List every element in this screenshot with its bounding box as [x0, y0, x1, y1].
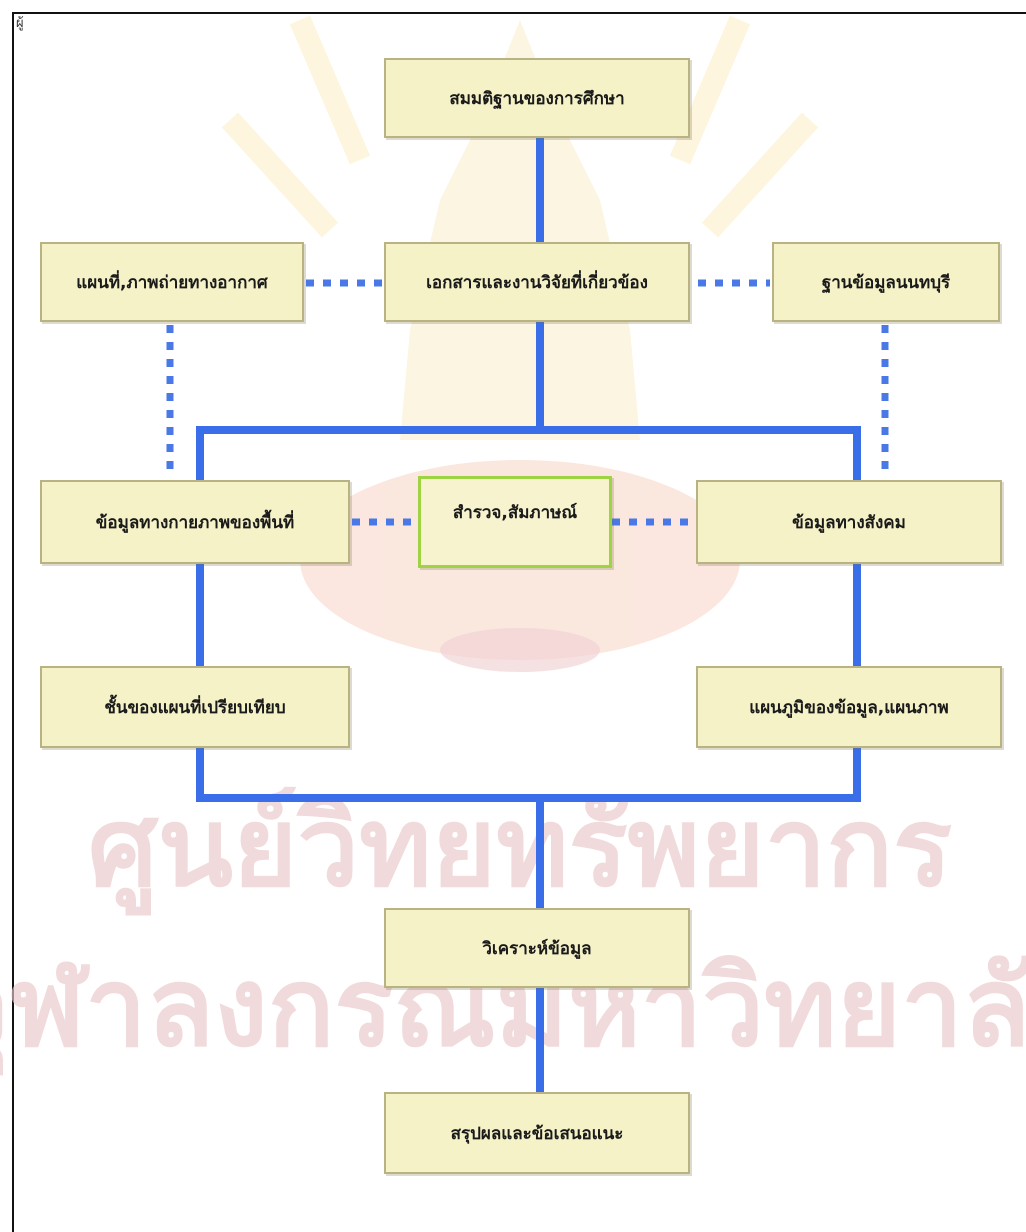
page-frame: ผู้	[12, 12, 1026, 1232]
data-collection-frame	[196, 426, 861, 802]
corner-mark: ผู้	[16, 16, 24, 31]
watermark-text-1: ศูนย์วิทยทรัพยากร	[88, 783, 952, 916]
node-charts: แผนภูมิของข้อมูล,แผนภาพ	[696, 666, 1002, 748]
node-analysis: วิเคราะห์ข้อมูล	[384, 908, 690, 988]
dotted-connectors	[166, 279, 889, 526]
solid-connectors	[196, 138, 861, 1092]
node-layers: ชั้นของแผนที่เปรียบเทียบ	[40, 666, 350, 748]
node-physical: ข้อมูลทางกายภาพของพื้นที่	[40, 480, 350, 564]
node-database: ฐานข้อมูลนนทบุรี	[772, 242, 1000, 322]
node-survey: สำรวจ,สัมภาษณ์	[418, 476, 612, 568]
node-social: ข้อมูลทางสังคม	[696, 480, 1002, 564]
node-maps: แผนที่,ภาพถ่ายทางอากาศ	[40, 242, 304, 322]
node-conclusion: สรุปผลและข้อเสนอแนะ	[384, 1092, 690, 1174]
node-literature: เอกสารและงานวิจัยที่เกี่ยวข้อง	[384, 242, 690, 322]
node-assumption: สมมติฐานของการศึกษา	[384, 58, 690, 138]
